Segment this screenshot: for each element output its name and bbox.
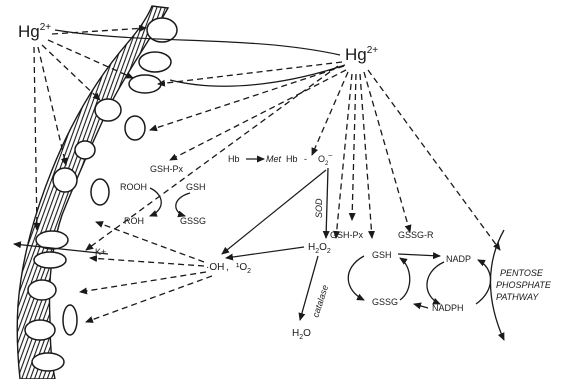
- membrane-protein: [91, 179, 109, 205]
- cell-membrane: [14, 6, 177, 379]
- membrane-protein: [63, 305, 77, 335]
- membrane-protein: [125, 116, 145, 140]
- gssg-r-label: GSSG-R: [398, 230, 434, 240]
- sod-label: SOD: [314, 198, 324, 218]
- hg-right-label: Hg2+: [345, 45, 378, 64]
- rooh-label: ROOH: [120, 182, 147, 192]
- water-label: H2O: [292, 328, 311, 341]
- hydroxyl-label: ·OH: [206, 262, 224, 273]
- comma: ,: [226, 262, 229, 273]
- nadph-label: NADPH: [432, 303, 464, 313]
- pentose-phosphate-pathway: PENTOSE PHOSPHATE PATHWAY: [491, 230, 552, 340]
- membrane-protein: [25, 320, 55, 340]
- glutathione-cycle-membrane: GSH-Px ROOH GSH ROH GSSG: [120, 164, 206, 226]
- pentose-label-2: PHOSPHATE: [496, 280, 552, 290]
- roh-label: ROH: [124, 216, 144, 226]
- gssg-top-label: GSSG: [180, 216, 206, 226]
- membrane-protein: [32, 353, 64, 371]
- nadp-label: NADP: [446, 254, 471, 264]
- membrane-protein: [34, 252, 66, 268]
- met-label: Met: [266, 154, 282, 164]
- h2o2-label: H2O2: [308, 242, 331, 255]
- membrane-protein: [28, 280, 56, 300]
- hydrogen-peroxide-node: H2O2 catalase H2O: [226, 242, 331, 341]
- membrane-protein: [75, 141, 95, 159]
- glutathione-cycle-right: GSH-Px GSSG-R GSH NADP GSSG NADPH: [330, 230, 491, 313]
- hb-label: Hb: [228, 154, 240, 164]
- gsh-px-top-label: GSH-Px: [150, 164, 184, 174]
- membrane-protein: [53, 168, 77, 192]
- gsh-px-right-label: GSH-Px: [330, 230, 364, 240]
- gsh-top-label: GSH: [186, 182, 206, 192]
- membrane-protein: [95, 99, 121, 121]
- singlet-oxygen-label: ¹O2: [236, 262, 251, 275]
- membrane-protein: [129, 75, 161, 93]
- superoxide-label: O2–: [318, 152, 332, 167]
- gsh-right-label: GSH: [372, 250, 392, 260]
- pentose-label-1: PENTOSE: [500, 268, 544, 278]
- potassium-label: K+: [95, 247, 106, 257]
- dash-label: -: [304, 154, 307, 164]
- membrane-protein: [139, 52, 171, 72]
- methb-label: Hb: [286, 154, 298, 164]
- catalase-label: catalase: [310, 284, 330, 319]
- hg-left-label: Hg2+: [18, 22, 51, 41]
- pentose-label-3: PATHWAY: [496, 292, 539, 302]
- radicals-node: ·OH , ¹O2: [80, 222, 251, 322]
- gssg-right-label: GSSG: [372, 297, 398, 307]
- hemoglobin-oxidation: Hb Met Hb - O2– SOD: [222, 152, 332, 254]
